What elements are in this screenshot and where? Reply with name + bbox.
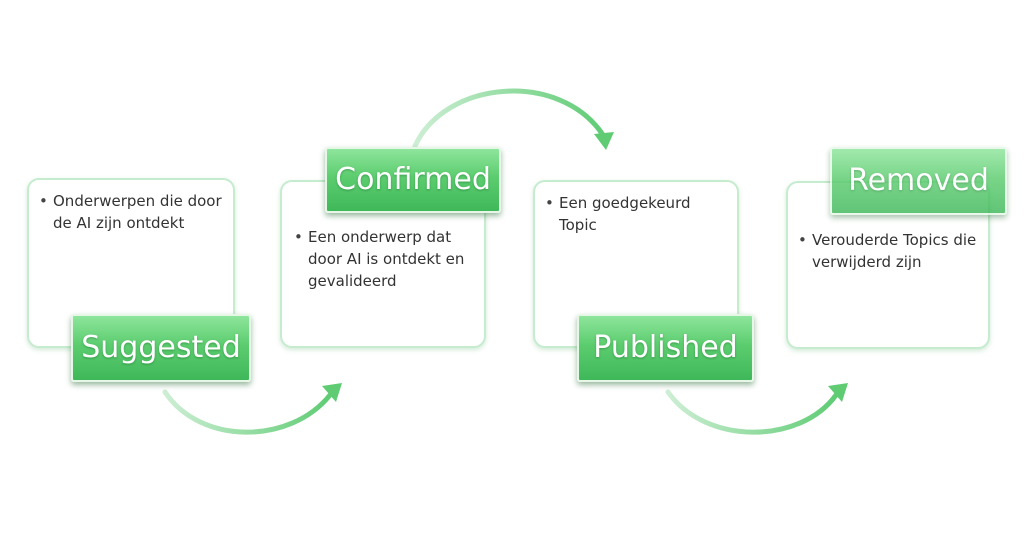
stage-description-confirmed: Een onderwerp dat door AI is ontdekt en … bbox=[294, 226, 474, 292]
arrow-confirmed-to-published bbox=[412, 88, 614, 150]
stage-description-suggested: Onderwerpen die door de AI zijn ontdekt bbox=[39, 190, 223, 234]
stage-label-confirmed: Confirmed bbox=[325, 147, 501, 213]
stage-description-list: Een goedgekeurd Topic bbox=[545, 192, 727, 236]
stage-label-published: Published bbox=[577, 314, 754, 382]
arrow-published-to-removed bbox=[665, 383, 848, 435]
stage-description-removed: Verouderde Topics die verwijderd zijn bbox=[798, 229, 978, 273]
arrow-suggested-to-confirmed bbox=[162, 383, 342, 435]
stage-label-suggested: Suggested bbox=[71, 314, 251, 382]
stage-label-removed: Removed bbox=[830, 147, 1007, 215]
stage-description-list: Verouderde Topics die verwijderd zijn bbox=[798, 229, 978, 273]
stage-description-list: Een onderwerp dat door AI is ontdekt en … bbox=[294, 226, 474, 292]
stage-description-published: Een goedgekeurd Topic bbox=[545, 192, 727, 236]
stage-description-list: Onderwerpen die door de AI zijn ontdekt bbox=[39, 190, 223, 234]
